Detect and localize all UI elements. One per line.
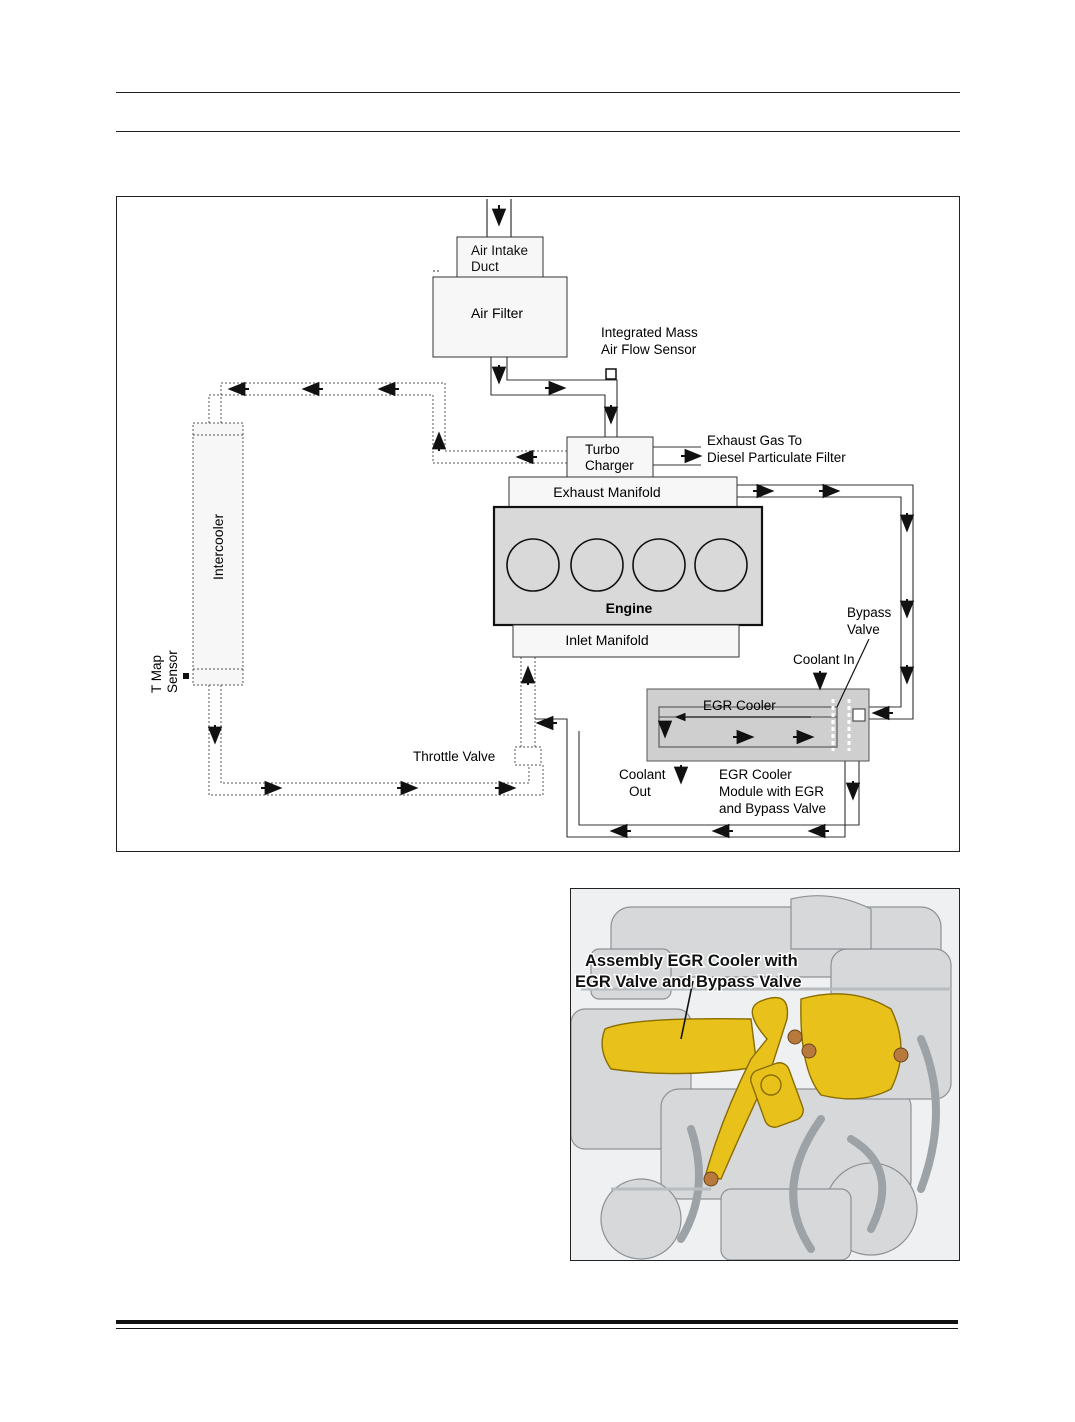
callout-text: Assembly EGR Cooler with EGR Valve and B… bbox=[575, 952, 802, 991]
maf-sensor-icon bbox=[605, 368, 617, 380]
air-intake-duct-label: Air Intake Duct bbox=[471, 243, 532, 274]
header-rule-bottom bbox=[116, 131, 960, 132]
filter-to-turbo-pipe bbox=[490, 357, 618, 437]
air-intake-duct-box bbox=[456, 236, 544, 278]
coolant-in-label: Coolant In bbox=[793, 652, 855, 667]
header-rule-top bbox=[116, 92, 960, 93]
engine-illustration: Assembly EGR Cooler with EGR Valve and B… bbox=[571, 889, 959, 1260]
egr-cooler-label: EGR Cooler bbox=[703, 698, 776, 713]
engine-cylinder-4 bbox=[694, 538, 748, 592]
charge-air-path-top bbox=[208, 382, 567, 464]
exhaust-to-dpf-label: Exhaust Gas To Diesel Particulate Filter bbox=[707, 433, 846, 465]
charge-air-path-bottom bbox=[208, 657, 544, 796]
bypass-valve-leader bbox=[836, 638, 870, 708]
engine-block bbox=[492, 505, 764, 627]
egr-module-label: EGR Cooler Module with EGR and Bypass Va… bbox=[719, 767, 828, 816]
coolant-out-label: Coolant Out bbox=[619, 767, 669, 799]
egr-exhaust-pipe bbox=[737, 484, 914, 720]
intercooler-label: Intercooler bbox=[210, 514, 226, 580]
diagram-canvas: Air Intake Duct Air Filter Integrated Ma… bbox=[149, 199, 915, 839]
intercooler-box bbox=[192, 422, 244, 686]
maf-sensor-label: Integrated Mass Air Flow Sensor bbox=[601, 325, 702, 357]
bypass-valve-label: Bypass Valve bbox=[847, 605, 895, 637]
throttle-valve-label: Throttle Valve bbox=[413, 749, 495, 764]
turbo-charger-label: Turbo Charger bbox=[585, 442, 634, 473]
air-filter-box bbox=[432, 276, 568, 358]
engine-cylinder-3 bbox=[632, 538, 686, 592]
throttle-valve-box bbox=[514, 746, 542, 766]
inlet-manifold-label: Inlet Manifold bbox=[565, 632, 648, 648]
air-filter-label: Air Filter bbox=[471, 305, 523, 321]
inlet-manifold-box bbox=[512, 624, 740, 658]
engine-cylinder-1 bbox=[506, 538, 560, 592]
footer-rule-thin bbox=[116, 1328, 958, 1329]
callout-leader bbox=[680, 980, 694, 1040]
egr-assembly-photo: Assembly EGR Cooler with EGR Valve and B… bbox=[570, 888, 960, 1261]
exhaust-manifold-box bbox=[508, 476, 738, 508]
tmap-sensor-label: T Map Sensor bbox=[149, 650, 180, 693]
egr-highlight bbox=[601, 993, 902, 1180]
footer-rule-thick bbox=[116, 1320, 958, 1324]
egr-system-diagram: Air Intake Duct Air Filter Integrated Ma… bbox=[116, 196, 960, 852]
air-intake-duct-pipe bbox=[486, 199, 512, 237]
tmap-sensor-icon bbox=[183, 673, 189, 679]
engine-cylinder-2 bbox=[570, 538, 624, 592]
exhaust-manifold-label: Exhaust Manifold bbox=[553, 484, 660, 500]
bypass-valve-flap bbox=[831, 699, 851, 751]
egr-valve-port bbox=[852, 708, 866, 722]
engine-label: Engine bbox=[606, 600, 653, 616]
turbo-exhaust-out-pipe bbox=[653, 446, 701, 466]
